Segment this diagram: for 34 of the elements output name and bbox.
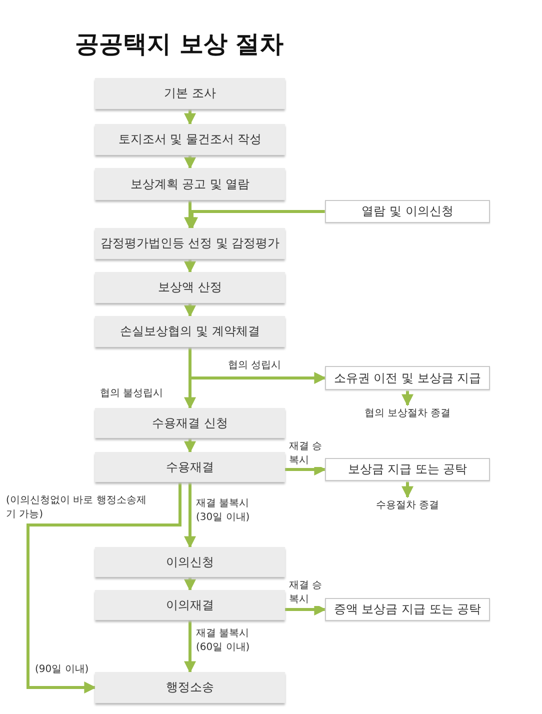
- process-box: 보상계획 공고 및 열람: [95, 168, 285, 200]
- process-box: 행정소송: [95, 672, 285, 703]
- arrow: [184, 303, 196, 318]
- process-box: 손실보상협의 및 계약체결: [95, 316, 285, 347]
- edge-label: 재결 승복시: [289, 579, 323, 606]
- edge-label: 재결 승복시: [289, 440, 323, 467]
- end-text: 협의 보상절차 종결: [330, 405, 485, 420]
- outcome-box: 증액 보상금 지급 또는 공탁: [325, 598, 490, 621]
- arrow: [402, 481, 414, 498]
- arrow: [184, 155, 196, 170]
- arrow: [186, 210, 325, 230]
- process-box: 토지조서 및 물건조서 작성: [95, 124, 285, 155]
- process-box: 수용재결 신청: [95, 408, 285, 438]
- diagram-title: 공공택지 보상 절차: [75, 29, 284, 60]
- process-box: 보상액 산정: [95, 272, 285, 303]
- arrow: [184, 438, 196, 454]
- end-text: 수용절차 종결: [330, 497, 485, 512]
- arrow: [402, 390, 414, 406]
- process-box: 이의신청: [95, 547, 285, 577]
- arrow: [184, 577, 196, 592]
- arrow: [184, 482, 196, 548]
- note-label: (90일 이내): [35, 663, 89, 676]
- process-box: 감정평가법인등 선정 및 감정평가: [95, 228, 285, 259]
- outcome-box: 열람 및 이의신청: [325, 200, 490, 223]
- arrow: [184, 259, 196, 274]
- process-box: 수용재결: [95, 452, 285, 482]
- arrow: [26, 482, 182, 694]
- arrow: [184, 109, 196, 126]
- arrow: [184, 620, 196, 674]
- outcome-box: 보상금 지급 또는 공탁: [325, 458, 490, 481]
- process-box: 이의재결: [95, 590, 285, 620]
- outcome-box: 소유권 이전 및 보상금 지급: [325, 366, 490, 390]
- arrow: [285, 604, 326, 616]
- process-box: 기본 조사: [95, 78, 285, 109]
